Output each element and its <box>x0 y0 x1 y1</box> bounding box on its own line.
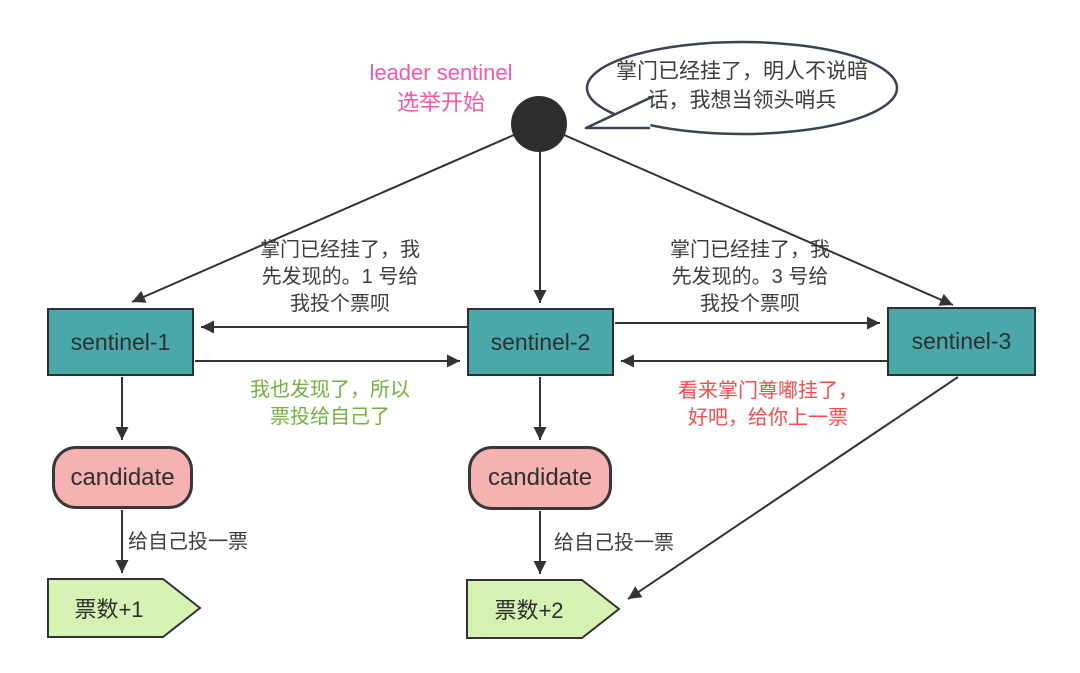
votes-2-node: 票数+2 <box>467 580 591 638</box>
sentinel-3-label: sentinel-3 <box>911 328 1012 354</box>
speech-bubble-line1: 掌门已经挂了，明人不说暗 <box>616 60 868 83</box>
self-vote-1-label: 给自己投一票 <box>128 531 248 553</box>
edge-sentinel-3-to-votes-2 <box>627 376 959 600</box>
ask-sentinel-1-label: 掌门已经挂了，我 先发现的。1 号给 我投个票呗 <box>260 237 420 318</box>
speech-bubble-tail <box>584 94 655 130</box>
sentinel-3-node: sentinel-3 <box>887 307 1036 376</box>
leader-election-title: leader sentinel 选举开始 <box>369 58 512 118</box>
ask-sentinel-3-line3: 我投个票呗 <box>700 293 800 315</box>
ask-sentinel-1-line1: 掌门已经挂了，我 <box>260 239 420 261</box>
sentinel-1-node: sentinel-1 <box>47 308 194 376</box>
speech-bubble-shape <box>585 40 899 136</box>
speech-bubble-text: 掌门已经挂了，明人不说暗 话，我想当领头哨兵 <box>616 57 868 115</box>
votes-1-node: 票数+1 <box>48 579 170 637</box>
ask-sentinel-1-line3: 我投个票呗 <box>290 293 390 315</box>
votes-1-shape <box>47 578 202 638</box>
reply-red-line1: 看来掌门尊嘟挂了， <box>678 380 858 402</box>
leader-election-title-line2: 选举开始 <box>396 90 486 115</box>
sentinel-2-node: sentinel-2 <box>467 308 614 376</box>
votes-1-label: 票数+1 <box>74 597 144 622</box>
votes-2-label: 票数+2 <box>494 598 564 623</box>
start-circle <box>511 96 567 152</box>
reply-green-line1: 我也发现了，所以 <box>250 379 410 401</box>
candidate-1-label: candidate <box>70 463 175 491</box>
ask-sentinel-3-label: 掌门已经挂了，我 先发现的。3 号给 我投个票呗 <box>670 237 830 318</box>
ask-sentinel-3-line2: 先发现的。3 号给 <box>671 266 829 288</box>
reply-red-label: 看来掌门尊嘟挂了， 好吧，给你上一票 <box>678 378 858 432</box>
edge-start-to-sentinel-1 <box>131 123 540 303</box>
self-vote-2-label: 给自己投一票 <box>554 532 674 554</box>
sentinel-2-label: sentinel-2 <box>490 328 591 355</box>
candidate-2-node: candidate <box>468 446 612 510</box>
candidate-2-label: candidate <box>487 464 593 491</box>
reply-red-line2: 好吧，给你上一票 <box>688 407 848 429</box>
reply-green-line2: 票投给自己了 <box>270 406 390 428</box>
ask-sentinel-1-line2: 先发现的。1 号给 <box>261 266 419 288</box>
votes-2-shape <box>466 579 621 639</box>
ask-sentinel-3-line1: 掌门已经挂了，我 <box>670 239 830 261</box>
sentinel-1-label: sentinel-1 <box>70 328 171 355</box>
leader-election-title-line1: leader sentinel <box>369 60 513 85</box>
reply-green-label: 我也发现了，所以 票投给自己了 <box>250 377 410 431</box>
candidate-1-node: candidate <box>52 446 193 509</box>
edge-start-to-sentinel-3 <box>538 123 954 306</box>
speech-bubble-line2: 话，我想当领头哨兵 <box>647 89 837 112</box>
